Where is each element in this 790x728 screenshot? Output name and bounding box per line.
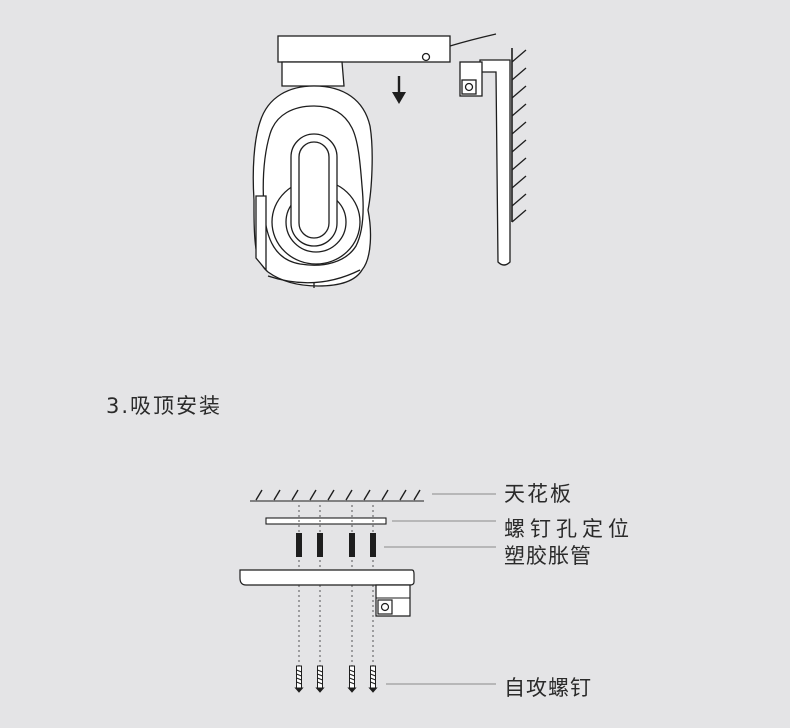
- screw-icon: [347, 665, 357, 693]
- arm-screw: [421, 52, 431, 62]
- locating-plate: [265, 517, 387, 525]
- lens-slot-inner: [298, 141, 330, 239]
- anchor-plug: [349, 533, 355, 557]
- down-arrow-icon: [392, 76, 406, 104]
- anchor-plug: [370, 533, 376, 557]
- label-anchor: 塑胶胀管: [504, 544, 592, 568]
- camera-bottom-line: [267, 269, 361, 284]
- label-screw-hole: 螺钉孔定位: [504, 517, 634, 541]
- label-screw: 自攻螺钉: [504, 676, 592, 700]
- ceiling-mount-base: [239, 569, 415, 617]
- lens-slot-outer: [290, 133, 338, 247]
- ceiling-hatch: [250, 489, 424, 502]
- screw-axis-lines: [298, 505, 374, 668]
- bracket-screw: [464, 82, 474, 92]
- power-cable: [449, 33, 497, 47]
- wall-mount-illustration: [252, 33, 513, 288]
- camera-base: [255, 195, 267, 272]
- camera-shell-inner: [262, 105, 364, 266]
- wall-bracket: [479, 59, 511, 266]
- section-title: 3.吸顶安装: [106, 394, 223, 418]
- screw-icon: [315, 665, 325, 693]
- screws: [294, 665, 378, 693]
- camera-neck: [281, 61, 345, 87]
- screw-icon: [368, 665, 378, 693]
- anchor-plugs: [296, 533, 376, 557]
- mount-arm: [277, 35, 451, 63]
- label-ceiling: 天花板: [504, 482, 573, 506]
- anchor-plug: [317, 533, 323, 557]
- anchor-plug: [296, 533, 302, 557]
- wall-hatch: [511, 49, 527, 223]
- leader-lines: [384, 493, 496, 685]
- screw-icon: [294, 665, 304, 693]
